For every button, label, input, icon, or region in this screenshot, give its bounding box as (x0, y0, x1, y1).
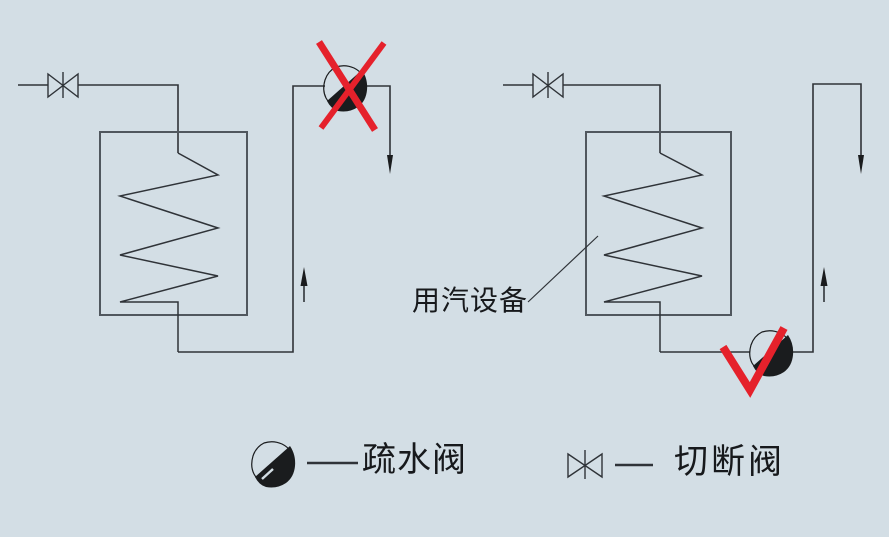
trap-outlet-pipe (366, 85, 391, 158)
legend-valve-label: 切断阀 (674, 444, 785, 481)
legend-shutoff-valve-icon (567, 450, 603, 479)
heat-exchanger-box (99, 131, 248, 316)
shutoff-valve-icon (532, 72, 564, 99)
legend-steam-trap-icon (251, 441, 296, 488)
outlet-arrow-down-icon (858, 155, 864, 174)
heating-coil (117, 152, 221, 352)
check-mark-icon (719, 326, 788, 398)
condensate-pipe (178, 85, 325, 353)
steam-supply-pipe (78, 84, 179, 153)
equipment-label: 用汽设备 (412, 286, 529, 317)
flow-up-arrow-icon (300, 267, 308, 302)
steam-supply-pipe (563, 84, 661, 153)
legend-trap-label: 疏水阀 (362, 442, 467, 479)
legend (251, 441, 653, 488)
trap-outlet-pipe (792, 83, 862, 353)
flow-up-arrow-icon (820, 267, 828, 302)
heating-coil (601, 152, 705, 352)
heat-exchanger-box (585, 131, 732, 316)
outlet-arrow-down-icon (387, 155, 393, 174)
equipment-leader-line (527, 235, 599, 303)
shutoff-valve-icon (47, 72, 79, 99)
correct-installation-diagram (503, 72, 864, 398)
incorrect-installation-diagram (18, 40, 393, 353)
wrong-x-mark-icon (316, 40, 387, 132)
